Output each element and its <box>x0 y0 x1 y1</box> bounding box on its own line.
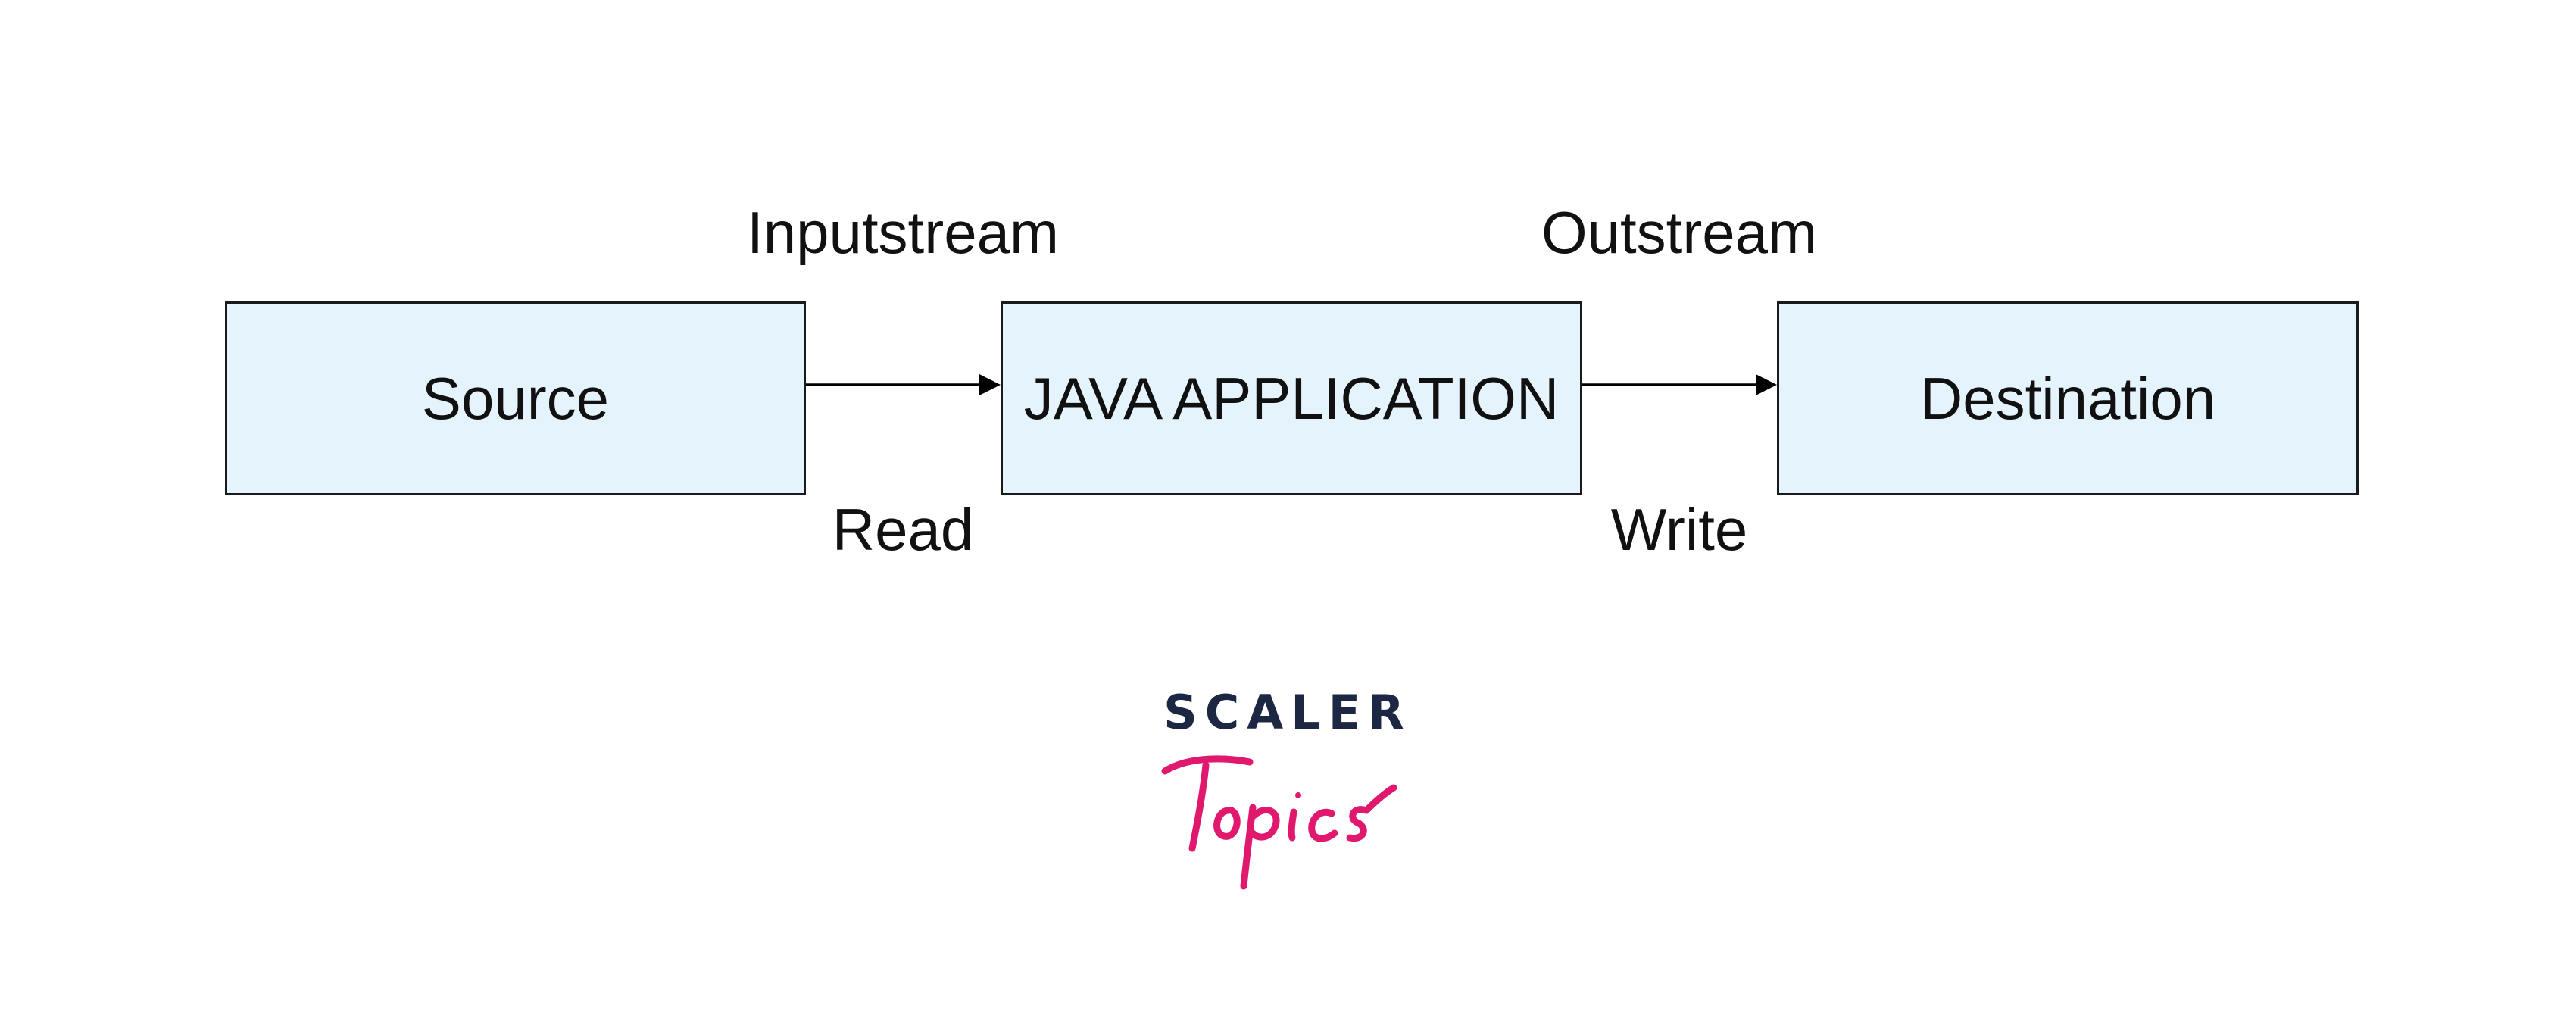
logo-wordmark: SCALER <box>1163 685 1412 740</box>
java-application-box: JAVA APPLICATION <box>1001 301 1582 495</box>
java-application-label: JAVA APPLICATION <box>1023 364 1560 432</box>
outstream-label: Outstream <box>1541 199 1818 266</box>
destination-box: Destination <box>1777 301 2359 495</box>
write-label: Write <box>1610 496 1748 563</box>
source-label: Source <box>421 364 610 432</box>
source-box: Source <box>225 301 806 495</box>
inputstream-label: Inputstream <box>747 199 1059 266</box>
arrow-java-to-destination <box>1582 374 1777 395</box>
read-label: Read <box>832 496 974 563</box>
logo-script-topics <box>1161 755 1397 890</box>
destination-label: Destination <box>1919 364 2216 432</box>
scaler-topics-logo: SCALER <box>1159 689 1416 894</box>
arrow-source-to-java <box>806 374 1001 395</box>
